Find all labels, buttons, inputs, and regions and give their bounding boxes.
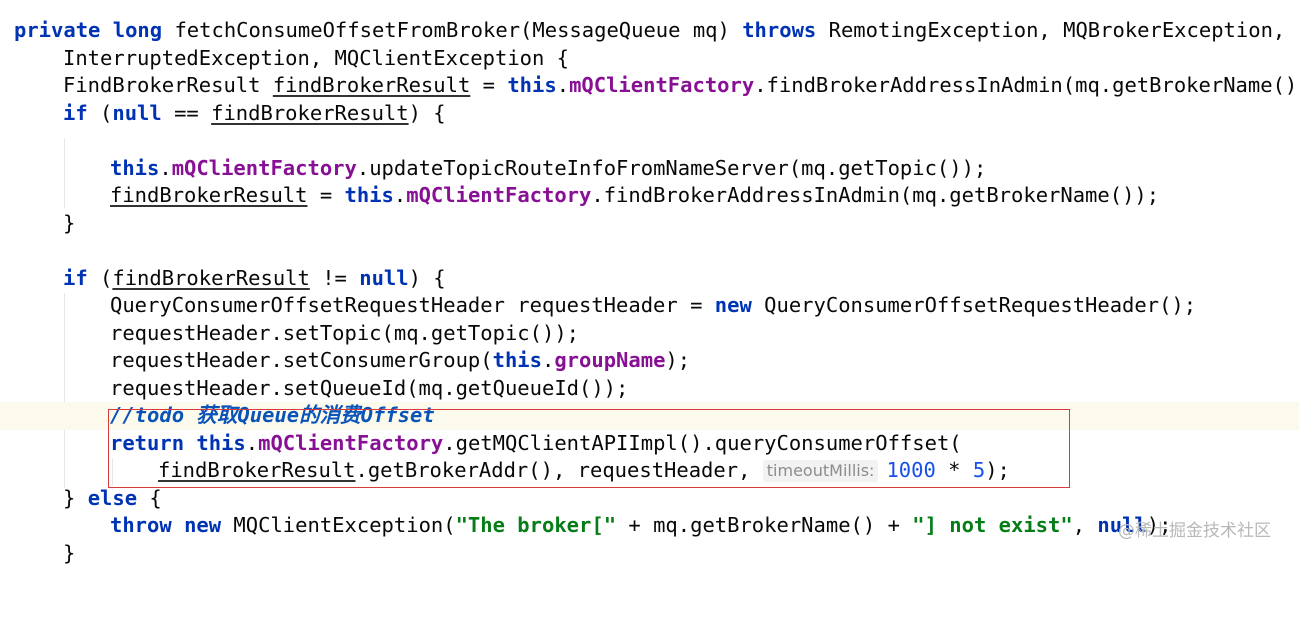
dot: .: [159, 155, 172, 180]
method-call: requestHeader.setConsumerGroup(: [110, 348, 493, 372]
punct: {: [137, 485, 162, 510]
code-line-16[interactable]: return this.mQClientFactory.getMQClientA…: [0, 430, 1299, 458]
code-line-6[interactable]: this.mQClientFactory.updateTopicRouteInf…: [0, 155, 1299, 183]
todo-comment: //todo 获取Queue的消费Offset: [110, 403, 435, 427]
keyword-null: null: [112, 100, 162, 125]
punct: (: [87, 100, 113, 125]
operator: *: [935, 458, 973, 482]
constructor-call: QueryConsumerOffsetRequestHeader();: [751, 293, 1197, 317]
code-line-18[interactable]: } else {: [0, 485, 1299, 513]
method-call: .getMQClientAPIImpl().queryConsumerOffse…: [443, 430, 962, 455]
code-line-5[interactable]: [0, 127, 1299, 155]
declaration: QueryConsumerOffsetRequestHeader request…: [110, 293, 715, 317]
method-call: .updateTopicRouteInfoFromNameServer(mq.g…: [356, 155, 987, 180]
code-line-13[interactable]: requestHeader.setConsumerGroup(this.grou…: [0, 347, 1299, 375]
indent-guide: [112, 458, 113, 486]
code-line-12[interactable]: requestHeader.setTopic(mq.getTopic());: [0, 320, 1299, 348]
keyword-new: new: [184, 513, 222, 537]
code-line-8[interactable]: }: [0, 210, 1299, 238]
dot: .: [541, 348, 555, 372]
closing-brace: }: [63, 540, 76, 565]
keyword-throw: throw: [110, 513, 172, 537]
punct: );: [1146, 513, 1172, 537]
closing-brace: }: [63, 485, 88, 510]
field-groupName[interactable]: groupName: [554, 348, 666, 372]
field-mQClientFactory[interactable]: mQClientFactory: [171, 155, 357, 180]
keyword-private: private: [14, 18, 101, 42]
code-line-1[interactable]: private long fetchConsumeOffsetFromBroke…: [0, 17, 1299, 45]
code-line-9[interactable]: [0, 237, 1299, 265]
keyword-return: return: [110, 430, 185, 455]
keyword-if: if: [63, 100, 88, 125]
punct: ,: [1072, 513, 1098, 537]
keyword-else: else: [87, 485, 138, 510]
string-literal: "] not exist": [912, 513, 1073, 537]
punct: (: [87, 265, 113, 290]
indent-guide: [64, 138, 65, 208]
operator: !=: [309, 265, 360, 290]
code-line-3[interactable]: FindBrokerResult findBrokerResult = this…: [0, 72, 1299, 100]
code-line-17[interactable]: findBrokerResult.getBrokerAddr(), reques…: [0, 457, 1299, 485]
keyword-this: this: [492, 348, 542, 372]
type-name: FindBrokerResult: [63, 73, 273, 97]
punct: );: [985, 458, 1010, 482]
code-line-19[interactable]: throw new MQClientException("The broker[…: [0, 512, 1299, 540]
keyword-if: if: [63, 265, 88, 290]
exception-list: RemotingException, MQBrokerException,: [816, 18, 1286, 42]
code-line-2[interactable]: InterruptedException, MQClientException …: [0, 45, 1299, 73]
expression: + mq.getBrokerName() +: [616, 513, 913, 537]
keyword-long: long: [112, 18, 163, 42]
variable-findBrokerResult[interactable]: findBrokerResult: [211, 100, 409, 125]
statement: requestHeader.setQueueId(mq.getQueueId()…: [110, 375, 629, 400]
dot: .: [556, 73, 570, 97]
code-line-20[interactable]: }: [0, 540, 1299, 568]
indent-guide: [64, 293, 65, 488]
string-literal: "The broker[": [455, 513, 617, 537]
field-mQClientFactory[interactable]: mQClientFactory: [406, 183, 592, 207]
variable-findBrokerResult[interactable]: findBrokerResult: [158, 458, 356, 482]
statement: requestHeader.setTopic(mq.getTopic());: [110, 320, 579, 345]
dot: .: [393, 183, 407, 207]
method-signature: fetchConsumeOffsetFromBroker(MessageQueu…: [162, 18, 743, 42]
code-line-14[interactable]: requestHeader.setQueueId(mq.getQueueId()…: [0, 375, 1299, 403]
variable-findBrokerResult[interactable]: findBrokerResult: [110, 183, 308, 207]
number-literal: 1000: [886, 458, 936, 482]
code-editor[interactable]: private long fetchConsumeOffsetFromBroke…: [0, 0, 1299, 565]
field-mQClientFactory[interactable]: mQClientFactory: [569, 73, 755, 97]
keyword-this: this: [110, 155, 160, 180]
space: [172, 513, 184, 537]
parameter-hint-timeoutMillis: timeoutMillis:: [762, 460, 879, 482]
code-line-7[interactable]: findBrokerResult = this.mQClientFactory.…: [0, 182, 1299, 210]
code-line-15-current[interactable]: //todo 获取Queue的消费Offset: [0, 402, 1299, 430]
punct: ) {: [408, 100, 446, 125]
keyword-this: this: [344, 183, 394, 207]
keyword-this: this: [507, 73, 557, 97]
keyword-new: new: [714, 293, 752, 317]
constructor-call: MQClientException(: [221, 513, 456, 537]
code-line-10[interactable]: if (findBrokerResult != null) {: [0, 265, 1299, 293]
operator: ==: [161, 100, 212, 125]
arguments: .getBrokerAddr(), requestHeader,: [355, 458, 763, 482]
operator: =: [307, 183, 345, 207]
variable-findBrokerResult[interactable]: findBrokerResult: [272, 73, 471, 97]
code-line-4[interactable]: if (null == findBrokerResult) {: [0, 100, 1299, 128]
variable-findBrokerResult[interactable]: findBrokerResult: [112, 265, 310, 290]
number-literal: 5: [972, 458, 986, 482]
punct: ) {: [408, 265, 446, 290]
method-call: .findBrokerAddressInAdmin(mq.getBrokerNa…: [591, 183, 1160, 207]
field-mQClientFactory[interactable]: mQClientFactory: [258, 430, 444, 455]
watermark: @稀土掘金技术社区: [1118, 521, 1271, 541]
method-call: .findBrokerAddressInAdmin(mq.getBrokerNa…: [754, 73, 1299, 97]
punct: );: [665, 348, 691, 372]
keyword-null: null: [1097, 513, 1147, 537]
code-line-11[interactable]: QueryConsumerOffsetRequestHeader request…: [0, 292, 1299, 320]
keyword-throws: throws: [742, 18, 817, 42]
keyword-null: null: [359, 265, 409, 290]
operator: =: [470, 73, 508, 97]
keyword-this: this: [196, 430, 246, 455]
exception-list-continued: InterruptedException, MQClientException …: [63, 45, 570, 70]
dot: .: [245, 430, 259, 455]
closing-brace: }: [63, 210, 76, 235]
space: [184, 431, 196, 455]
